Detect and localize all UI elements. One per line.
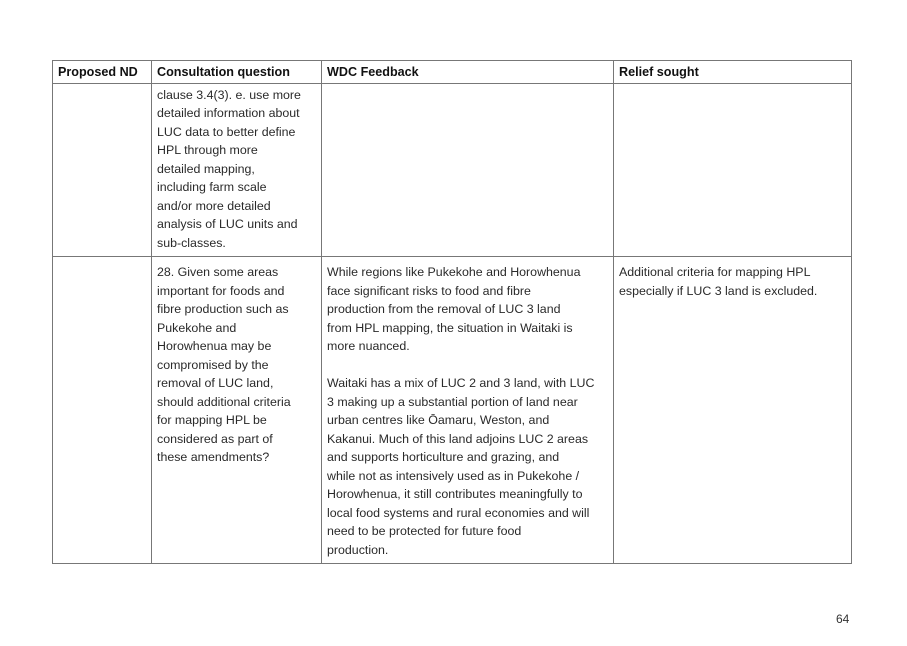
header-wdc-feedback: WDC Feedback <box>321 61 613 83</box>
relief-sought-cell <box>613 83 851 256</box>
header-relief-sought: Relief sought <box>613 61 851 83</box>
header-proposed-nd: Proposed ND <box>58 65 138 79</box>
page-number: 64 <box>836 612 850 626</box>
consultation-question-cell: 28. Given some areas important for foods… <box>151 257 321 563</box>
table-row: clause 3.4(3). e. use more detailed info… <box>53 82 851 257</box>
wdc-feedback-cell <box>321 83 613 256</box>
header-consultation-question: Consultation question <box>151 61 321 83</box>
table-row: 28. Given some areas important for foods… <box>53 256 851 563</box>
proposed-nd-cell <box>53 84 151 257</box>
wdc-feedback-cell: While regions like Pukekohe and Horowhen… <box>321 257 613 563</box>
feedback-table: Proposed ND Consultation question WDC Fe… <box>52 60 852 564</box>
relief-sought-cell: Additional criteria for mapping HPL espe… <box>613 257 851 563</box>
table-header-row: Proposed ND Consultation question WDC Fe… <box>53 61 851 83</box>
proposed-nd-cell <box>53 257 151 563</box>
consultation-question-cell: clause 3.4(3). e. use more detailed info… <box>151 83 321 256</box>
